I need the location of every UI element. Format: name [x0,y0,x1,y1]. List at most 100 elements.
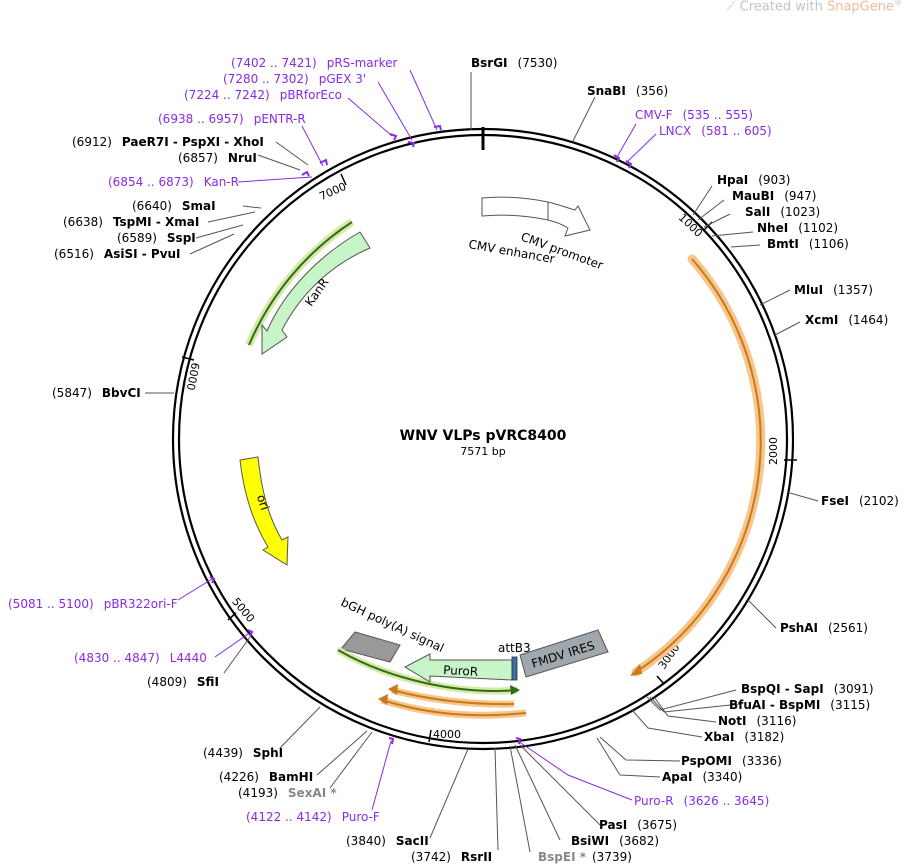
site-fsei: FseI(2102) [821,494,899,508]
site-pspomi: PspOMI (3336) [681,754,782,768]
primer-pbr322-pos: (5081 .. 5100) [8,597,94,611]
primer-pbr322-name: pBR322ori-F [104,597,178,611]
site-sspi-pos: (6589) [117,231,157,245]
site-bspqi: BspQI - SapI (3091) [741,682,874,696]
site-bsiwi-pos: (3682) [619,834,659,848]
site-sfii-name: SfiI [197,675,219,689]
watermark-reg: ® [894,0,902,7]
site-bspqi-pos: (3091) [834,682,874,696]
primer-markers [209,124,633,745]
site-xbai-pos: (3182) [744,730,784,744]
tick-2000: 2000 [767,437,780,465]
primer-prs: (7402 .. 7421)pRS-marker [231,56,397,70]
plasmid-name: WNV VLPs pVRC8400 [400,428,567,444]
site-sphi-name: SphI [253,746,283,760]
primer-cmvf-name: CMV-F [635,108,673,122]
site-pasi-name: PasI [599,818,627,832]
feature-bgh: bGH poly(A) signal [339,595,446,663]
site-rsrii: (3742)RsrII [411,850,492,864]
primer-prs-pos: (7402 .. 7421) [231,56,317,70]
site-noti: NotI (3116) [718,714,796,728]
site-xbai-name: XbaI [704,730,734,744]
site-snabi-pos: (356) [636,84,668,98]
site-bfuai-name: BfuAI - BspMI [729,698,820,712]
site-bfuai: BfuAI - BspMI(3115) [729,698,870,712]
site-asisi-pos: (6516) [54,247,94,261]
primer-pgex: (7280 .. 7302)pGEX 3' [223,72,366,86]
site-sacii-pos: (3840) [346,834,386,848]
primer-l4440-name: L4440 [170,651,207,665]
site-bmti-pos: (1106) [809,237,849,251]
tick-6000-mark [181,356,195,361]
site-pshai-name: PshAI [780,621,818,635]
primer-lncx: LNCX(581 .. 605) [659,124,772,138]
primer-leader-lines [177,69,657,811]
site-snabi: SnaBI (356) [587,84,668,98]
site-sspi-name: SspI [167,231,196,245]
primer-puror-name: Puro-R [634,794,674,808]
site-nrui: (6857)NruI [178,151,257,165]
site-leader-lines [145,72,819,853]
attb3-label: attB3 [498,641,531,655]
site-apai-name: ApaI [662,770,692,784]
site-tspmi: (6638) TspMI - XmaI [63,215,199,229]
site-asisi: (6516) AsiSI - PvuI [54,247,181,261]
site-maubi-pos: (947) [784,189,816,203]
primer-purof: (4122 .. 4142)Puro-F [246,810,380,824]
site-hpai-name: HpaI [717,173,748,187]
site-paer7i-name: PaeR7I - PspXI - XhoI [122,135,264,149]
site-bamhi: (4226)BamHI [219,770,313,784]
site-noti-name: NotI [718,714,747,728]
site-hpai: HpaI(903) [717,173,790,187]
site-tspmi-pos: (6638) [63,215,103,229]
watermark-brand: SnapGene [826,0,894,15]
tick-6000: 6000 [184,361,202,391]
site-sspi: (6589) SspI [117,231,196,245]
primer-pbrfor-pos: (7224 .. 7242) [184,88,270,102]
feature-puror: PuroR [336,646,520,695]
site-mlui-pos: (1357) [833,283,873,297]
site-sexai-pos: (4193) [238,786,278,800]
primer-pentr-pos: (6938 .. 6957) [158,112,244,126]
feature-ori: ori [239,456,289,566]
site-paer7i-pos: (6912) [72,135,112,149]
feature-kanr: KanR [245,218,371,355]
site-smai-name: SmaI [182,199,216,213]
site-fsei-name: FseI [821,494,849,508]
site-apai-pos: (3340) [702,770,742,784]
primer-pentr-name: pENTR-R [254,112,306,126]
site-sfii: (4809)SfiI [147,675,219,689]
site-sexai-name: SexAI * [288,786,337,800]
site-apai: ApaI (3340) [662,770,742,784]
site-bspqi-name: BspQI - SapI [741,682,824,696]
site-snabi-name: SnaBI [587,84,626,98]
site-bsiwi: BsiWI(3682) [571,834,659,848]
site-tspmi-name: TspMI - XmaI [113,215,199,229]
site-xcmi: XcmI(1464) [805,313,888,327]
site-asisi-name: AsiSI - PvuI [104,247,181,261]
site-pspomi-name: PspOMI [681,754,732,768]
site-pshai-pos: (2561) [828,621,868,635]
plasmid-length: 7571 bp [460,445,505,458]
site-sali-name: SalI [745,205,770,219]
site-rsrii-pos: (3742) [411,850,451,864]
site-smai: (6640) SmaI [132,199,216,213]
site-bspei-name: BspEI * [538,850,587,864]
site-smai-pos: (6640) [132,199,172,213]
site-bbvci: (5847)BbvCI [52,386,141,400]
feature-attb3: attB3 [498,641,531,681]
tick-4000: 4000 [433,728,461,741]
site-mlui-name: MluI [794,283,823,297]
primer-pgex-pos: (7280 .. 7302) [223,72,309,86]
site-pasi: PasI (3675) [599,818,677,832]
site-nhei-pos: (1102) [798,221,838,235]
site-sacii: (3840)SacII [346,834,429,848]
site-bsrgi-name: BsrGI [471,56,508,70]
site-pasi-pos: (3675) [637,818,677,832]
orf-arcs-bottom [378,684,527,719]
tick-5000-mark [227,612,237,621]
site-pspomi-pos: (3336) [742,754,782,768]
site-noti-pos: (3116) [757,714,797,728]
primer-labels: (7402 .. 7421)pRS-marker (7280 .. 7302)p… [8,56,772,824]
tick-1000: 1000 [676,211,705,240]
